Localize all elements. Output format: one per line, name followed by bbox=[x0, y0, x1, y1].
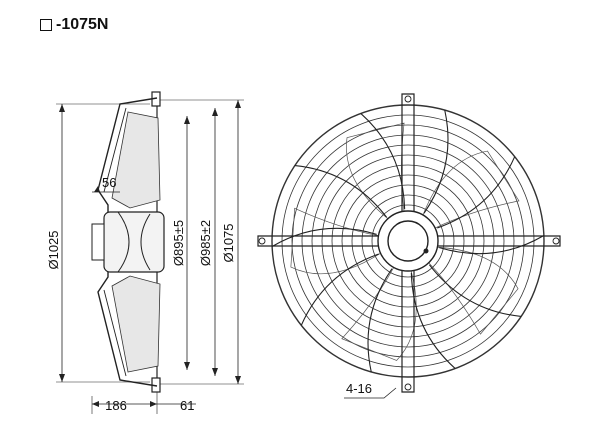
guard-ring bbox=[371, 204, 445, 278]
guard-spoke bbox=[300, 253, 379, 326]
mount-hole-bottom bbox=[404, 383, 412, 391]
guard-spoke bbox=[428, 264, 522, 317]
guard-ring bbox=[271, 104, 545, 378]
dim-1075-label: Ø1075 bbox=[221, 223, 236, 262]
guard-spoke bbox=[271, 227, 377, 247]
guard-spoke bbox=[294, 165, 388, 218]
dim-895-label: Ø895±5 bbox=[171, 220, 186, 266]
blade-upper bbox=[111, 111, 161, 209]
hub-bolt bbox=[423, 248, 429, 254]
side-view: 56 186 61 Ø1025 Ø895±5 Ø985±2 Ø1075 bbox=[46, 91, 244, 414]
motor-detail bbox=[117, 211, 151, 273]
model-label: -1075N bbox=[56, 16, 109, 33]
housing-inner-edge bbox=[103, 107, 127, 377]
fan-blade bbox=[341, 267, 417, 361]
guard-ring bbox=[321, 154, 495, 328]
mount-hole-right bbox=[552, 237, 560, 245]
dim-61-label: 61 bbox=[180, 398, 194, 413]
guard-spoke bbox=[360, 113, 406, 210]
hub-inner bbox=[387, 220, 429, 262]
mount-bar-vertical bbox=[401, 93, 415, 393]
leader-4-16 bbox=[344, 387, 397, 399]
guard-ring bbox=[341, 174, 475, 308]
bottom-bracket bbox=[151, 377, 161, 393]
motor-body bbox=[103, 211, 165, 273]
terminal-box bbox=[91, 223, 105, 261]
mount-hole-left bbox=[258, 237, 266, 245]
dim-186-label: 186 bbox=[105, 398, 127, 413]
offset-arrow bbox=[94, 186, 100, 192]
mount-hole-top bbox=[404, 95, 412, 103]
guard-ring bbox=[361, 194, 455, 288]
dim-56-label: 56 bbox=[102, 175, 116, 190]
depth-arrows bbox=[92, 401, 157, 407]
mount-bar-horizontal bbox=[257, 235, 561, 247]
guard-spoke bbox=[437, 156, 516, 229]
top-bracket bbox=[151, 91, 161, 107]
guard-spokes bbox=[271, 109, 545, 373]
guard-ring bbox=[301, 134, 515, 348]
guard-spoke bbox=[410, 272, 456, 369]
guard-ring bbox=[331, 164, 485, 318]
guard-ring bbox=[311, 144, 505, 338]
dim-985-label: Ø985±2 bbox=[198, 220, 213, 266]
dim-1025-label: Ø1025 bbox=[46, 230, 61, 269]
guard-ring bbox=[291, 124, 525, 358]
mount-holes-label: 4-16 bbox=[346, 381, 372, 396]
front-view: 4-16 bbox=[257, 93, 561, 399]
guard-ring bbox=[351, 184, 465, 298]
blade-lower bbox=[111, 275, 161, 373]
guard-spoke bbox=[423, 109, 449, 214]
square-icon bbox=[40, 19, 52, 31]
fan-blade bbox=[428, 246, 519, 335]
guard-spoke bbox=[439, 235, 545, 255]
guard-spoke bbox=[367, 268, 393, 373]
model-title: -1075N bbox=[40, 16, 108, 34]
